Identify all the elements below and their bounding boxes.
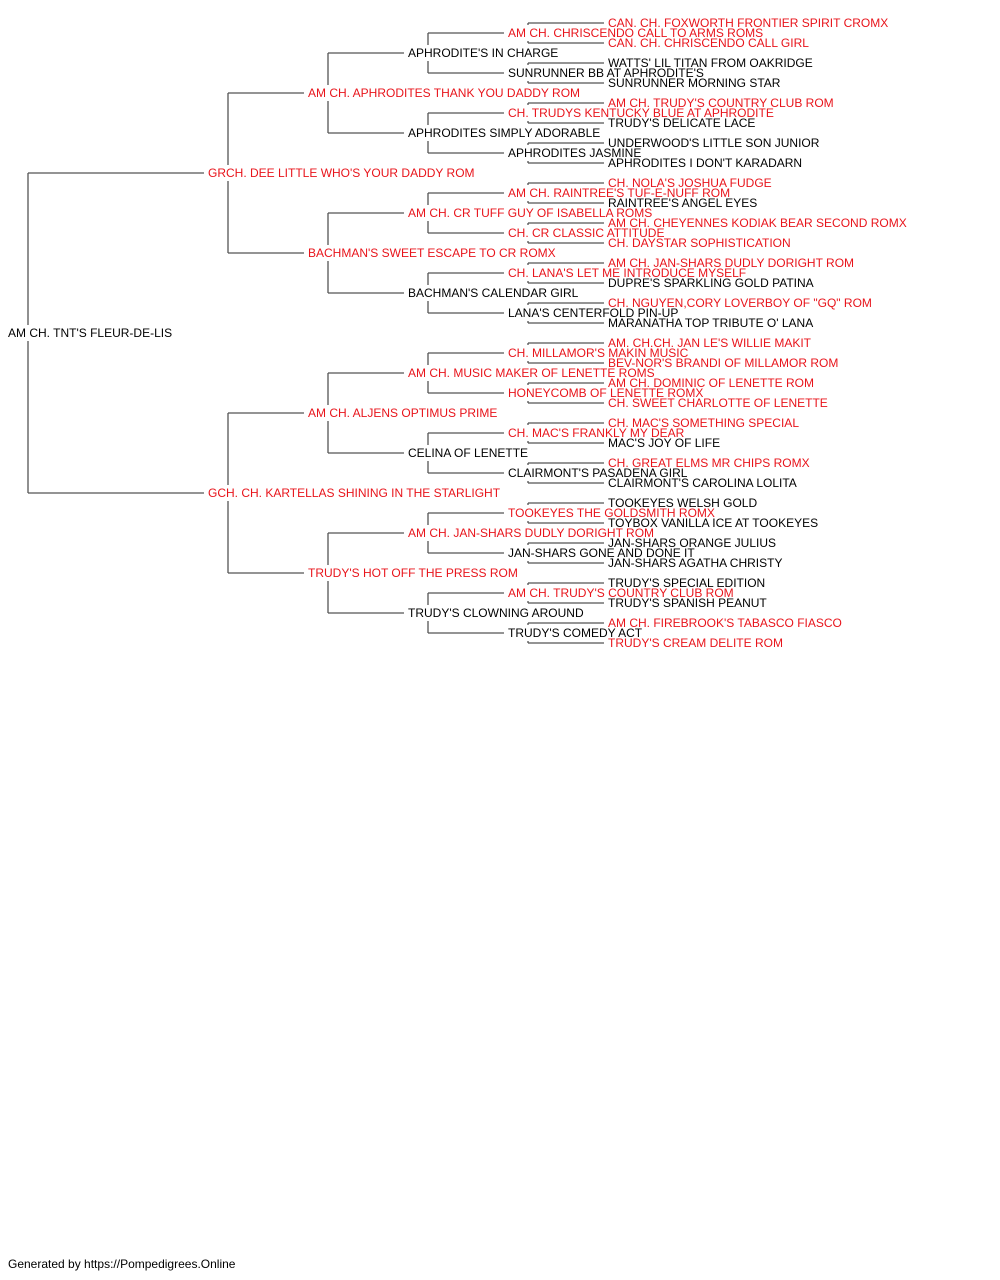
pedigree-name-gen3: CELINA OF LENETTE <box>408 446 529 460</box>
pedigree-name-gen5: CAN. CH. FOXWORTH FRONTIER SPIRIT CROMX <box>608 16 889 30</box>
pedigree-name-gen4: AM CH. CHRISCENDO CALL TO ARMS ROMS <box>508 26 764 40</box>
pedigree-name-gen1: GCH. CH. KARTELLAS SHINING IN THE STARLI… <box>208 486 501 500</box>
pedigree-name-gen5: TRUDY'S SPECIAL EDITION <box>608 576 766 590</box>
pedigree-name-gen3: APHRODITE'S IN CHARGE <box>408 46 559 60</box>
pedigree-name-gen4: CH. MAC'S FRANKLY MY DEAR <box>508 426 685 440</box>
pedigree-name-gen3: AM CH. MUSIC MAKER OF LENETTE ROMS <box>408 366 655 380</box>
pedigree-name-gen5: AM CH. JAN-SHARS DUDLY DORIGHT ROM <box>608 256 855 270</box>
pedigree-name-gen4: CH. LANA'S LET ME INTRODUCE MYSELF <box>508 266 747 280</box>
pedigree-name-gen5: APHRODITES I DON'T KARADARN <box>608 156 803 170</box>
pedigree-name-gen5: CH. NOLA'S JOSHUA FUDGE <box>608 176 772 190</box>
pedigree-name-gen5: JAN-SHARS AGATHA CHRISTY <box>608 556 783 570</box>
pedigree-name-gen5: UNDERWOOD'S LITTLE SON JUNIOR <box>608 136 820 150</box>
pedigree-name-gen5: MAC'S JOY OF LIFE <box>608 436 721 450</box>
pedigree-name-gen4: CH. TRUDYS KENTUCKY BLUE AT APHRODITE <box>508 106 774 120</box>
pedigree-name-gen3: AM CH. JAN-SHARS DUDLY DORIGHT ROM <box>408 526 655 540</box>
pedigree-name-gen3: TRUDY'S CLOWNING AROUND <box>408 606 584 620</box>
pedigree-name-gen5: BEV-NOR'S BRANDI OF MILLAMOR ROM <box>608 356 839 370</box>
pedigree-name-gen4: LANA'S CENTERFOLD PIN-UP <box>508 306 679 320</box>
pedigree-name-gen4: JAN-SHARS GONE AND DONE IT <box>508 546 695 560</box>
pedigree-name-gen5: CH. NGUYEN,CORY LOVERBOY OF "GQ" ROM <box>608 296 872 310</box>
pedigree-name-gen5: AM. CH.CH. JAN LE'S WILLIE MAKIT <box>608 336 811 350</box>
pedigree-name-gen3: BACHMAN'S CALENDAR GIRL <box>408 286 579 300</box>
pedigree-name-gen5: AM CH. FIREBROOK'S TABASCO FIASCO <box>608 616 842 630</box>
pedigree-name-gen5: AM CH. TRUDY'S COUNTRY CLUB ROM <box>608 96 834 110</box>
pedigree-name-gen3: AM CH. CR TUFF GUY OF ISABELLA ROMS <box>408 206 653 220</box>
pedigree-name-gen4: TOOKEYES THE GOLDSMITH ROMX <box>508 506 715 520</box>
pedigree-name-gen5: CH. GREAT ELMS MR CHIPS ROMX <box>608 456 810 470</box>
pedigree-name-gen5: DUPRE'S SPARKLING GOLD PATINA <box>608 276 814 290</box>
pedigree-name-gen2: AM CH. APHRODITES THANK YOU DADDY ROM <box>308 86 581 100</box>
pedigree-name-gen4: HONEYCOMB OF LENETTE ROMX <box>508 386 704 400</box>
pedigree-name-gen0: AM CH. TNT'S FLEUR-DE-LIS <box>8 326 173 340</box>
pedigree-name-gen2: AM CH. ALJENS OPTIMUS PRIME <box>308 406 498 420</box>
pedigree-name-gen4: APHRODITES JASMINE <box>508 146 642 160</box>
pedigree-name-gen1: GRCH. DEE LITTLE WHO'S YOUR DADDY ROM <box>208 166 475 180</box>
pedigree-name-gen5: CH. SWEET CHARLOTTE OF LENETTE <box>608 396 828 410</box>
pedigree-name-gen5: TRUDY'S CREAM DELITE ROM <box>608 636 783 650</box>
pedigree-name-gen4: CLAIRMONT'S PASADENA GIRL <box>508 466 688 480</box>
pedigree-name-gen5: AM CH. DOMINIC OF LENETTE ROM <box>608 376 815 390</box>
pedigree-name-gen4: AM CH. RAINTREE'S TUF-E-NUFF ROM <box>508 186 731 200</box>
pedigree-name-gen5: JAN-SHARS ORANGE JULIUS <box>608 536 777 550</box>
pedigree-name-gen5: RAINTREE'S ANGEL EYES <box>608 196 758 210</box>
pedigree-name-gen5: TOOKEYES WELSH GOLD <box>608 496 758 510</box>
pedigree-name-gen2: BACHMAN'S SWEET ESCAPE TO CR ROMX <box>308 246 556 260</box>
pedigree-name-gen5: WATTS' LIL TITAN FROM OAKRIDGE <box>608 56 813 70</box>
pedigree-name-gen4: CH. MILLAMOR'S MAKIN MUSIC <box>508 346 689 360</box>
footer-credit: Generated by https://Pompedigrees.Online <box>8 1257 236 1271</box>
pedigree-name-gen5: TRUDY'S DELICATE LACE <box>608 116 756 130</box>
pedigree-name-gen5: TRUDY'S SPANISH PEANUT <box>608 596 767 610</box>
pedigree-name-gen5: CAN. CH. CHRISCENDO CALL GIRL <box>608 36 809 50</box>
pedigree-name-gen5: CH. MAC'S SOMETHING SPECIAL <box>608 416 799 430</box>
pedigree-name-gen4: SUNRUNNER BB AT APHRODITE'S <box>508 66 704 80</box>
pedigree-name-gen3: APHRODITES SIMPLY ADORABLE <box>408 126 601 140</box>
pedigree-name-gen4: TRUDY'S COMEDY ACT <box>508 626 643 640</box>
pedigree-name-gen4: AM CH. TRUDY'S COUNTRY CLUB ROM <box>508 586 734 600</box>
pedigree-name-gen2: TRUDY'S HOT OFF THE PRESS ROM <box>308 566 518 580</box>
pedigree-name-gen5: SUNRUNNER MORNING STAR <box>608 76 781 90</box>
pedigree-name-gen5: TOYBOX VANILLA ICE AT TOOKEYES <box>608 516 819 530</box>
pedigree-name-gen5: AM CH. CHEYENNES KODIAK BEAR SECOND ROMX <box>608 216 907 230</box>
pedigree-name-gen5: CLAIRMONT'S CAROLINA LOLITA <box>608 476 797 490</box>
pedigree-name-gen5: CH. DAYSTAR SOPHISTICATION <box>608 236 791 250</box>
pedigree-name-gen4: CH. CR CLASSIC ATTITUDE <box>508 226 665 240</box>
pedigree-name-gen5: MARANATHA TOP TRIBUTE O' LANA <box>608 316 814 330</box>
